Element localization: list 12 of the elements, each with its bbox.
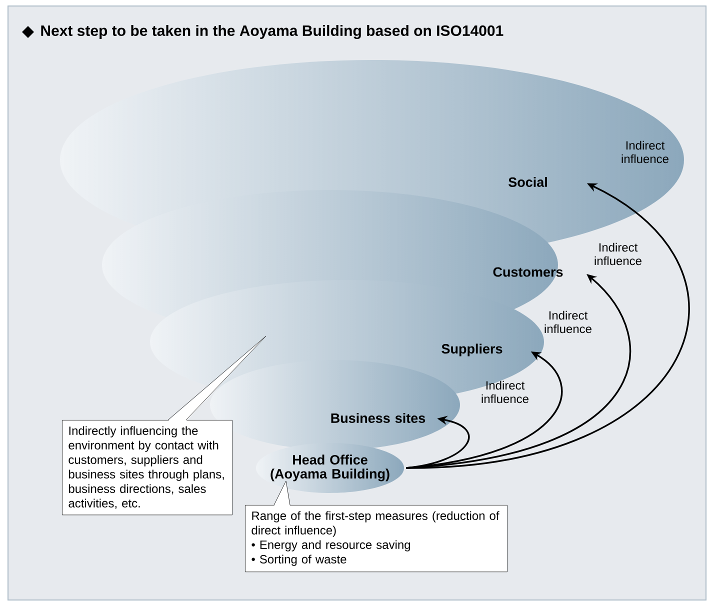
ellipse-layer: Customers [493,267,563,277]
ellipse-layer: Social [508,177,547,187]
edge-label: Indirect influence [544,310,592,334]
ellipse-layer: Head Office (Aoyama Building) [270,454,390,482]
edge-label: Indirect influence [482,380,528,404]
arrow [406,183,690,469]
ellipse-layer: Suppliers [442,344,502,356]
callout-box: Range of the first-step measures (reduction of direct influence) • Energy and resource saving • Sorting of waste [245,480,508,572]
edge-label: Indirect influence [594,242,642,266]
title: Next step to be taken in the Aoyama Building based on ISO14001 [41,24,504,40]
edge-label: Indirect influence [622,140,668,164]
ellipse-layer: Business sites [331,413,426,423]
